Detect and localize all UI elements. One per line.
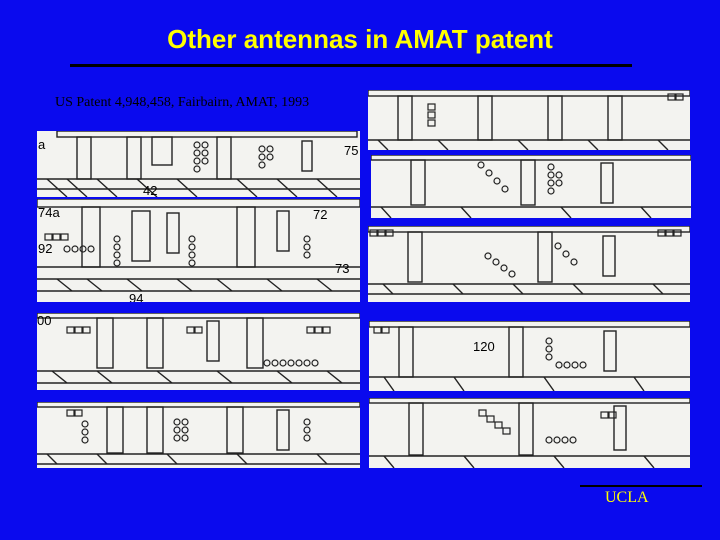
figure-label: 72 bbox=[313, 207, 328, 222]
patent-drawing bbox=[368, 226, 690, 295]
patent-drawing bbox=[37, 199, 360, 292]
patent-drawing bbox=[369, 321, 690, 391]
patent-figure-right-5 bbox=[369, 398, 690, 468]
figure-label: 75 bbox=[344, 143, 359, 158]
patent-figure-right-2 bbox=[371, 155, 691, 218]
figure-label: 120 bbox=[473, 339, 495, 354]
patent-drawing bbox=[368, 90, 690, 150]
footer-label: UCLA bbox=[605, 489, 649, 506]
patent-drawing bbox=[37, 313, 360, 384]
patent-drawing bbox=[37, 402, 360, 465]
figure-label: 74a bbox=[38, 205, 60, 220]
patent-figure-right-1 bbox=[368, 90, 690, 150]
figure-label: a bbox=[38, 137, 46, 152]
figure-label: 92 bbox=[38, 241, 53, 256]
figure-label: 00 bbox=[37, 313, 52, 328]
figure-label: 94 bbox=[129, 291, 144, 302]
patent-figure-left-3: 00 bbox=[37, 313, 360, 390]
slide-title: Other antennas in AMAT patent bbox=[167, 24, 553, 54]
slide-subtitle: US Patent 4,948,458, Fairbairn, AMAT, 19… bbox=[55, 95, 310, 110]
figure-label: 73 bbox=[335, 261, 350, 276]
footer-rule bbox=[580, 485, 702, 487]
patent-drawing bbox=[37, 131, 360, 197]
figure-label: 42 bbox=[143, 183, 158, 197]
title-underline bbox=[70, 64, 632, 67]
patent-figure-left-4 bbox=[37, 402, 360, 468]
patent-drawing bbox=[371, 155, 691, 218]
patent-figure-left-1: a 75 42 bbox=[37, 131, 360, 197]
patent-figure-right-3 bbox=[368, 226, 690, 302]
patent-figure-right-4: 120 bbox=[369, 321, 690, 391]
patent-drawing bbox=[369, 398, 690, 468]
patent-figure-left-2: 74a 72 92 73 94 bbox=[37, 199, 360, 302]
